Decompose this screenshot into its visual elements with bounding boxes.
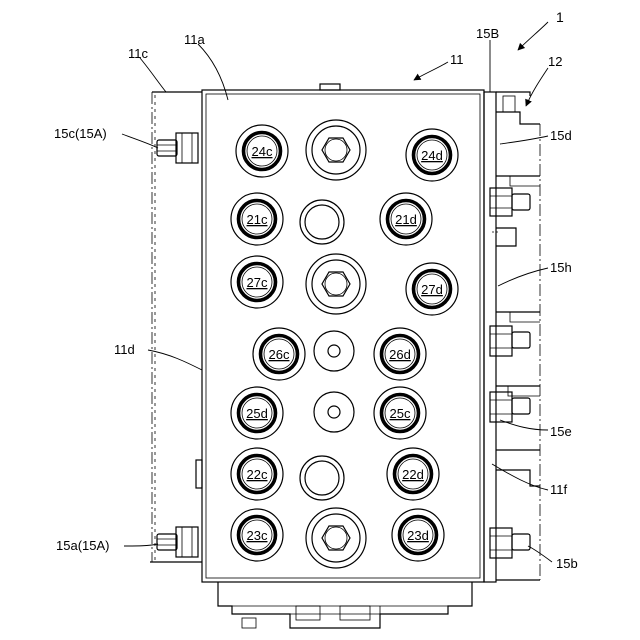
port-label-27c: 27c [247,275,268,290]
leader-lines [122,22,552,562]
port-22c: 22c [231,448,283,500]
port-label-25d: 25d [246,406,268,421]
port-label-22d: 22d [402,467,424,482]
port-25d: 25d [231,387,283,439]
port-label-23d: 23d [407,528,429,543]
port-label-27d: 27d [421,282,443,297]
right-side-block [484,92,540,582]
port-22d: 22d [387,448,439,500]
label-15a: 15a(15A) [56,538,109,553]
port-label-25c: 25c [390,406,411,421]
label-11d: 11d [114,342,135,357]
label-15e: 15e [550,424,572,439]
label-11f: 11f [550,482,567,497]
port-label-26c: 26c [269,347,290,362]
label-11a: 11a [184,32,205,47]
port-21d: 21d [380,193,432,245]
round-plug-upper [300,200,344,244]
port-label-24c: 24c [252,144,273,159]
port-label-26d: 26d [389,347,411,362]
port-25c: 25c [374,387,426,439]
label-11: 11 [450,52,464,67]
small-boss-upper [314,331,354,371]
bolt-15a [157,527,198,557]
round-plug-lower [300,456,344,500]
hex-plug-top [306,120,366,180]
port-label-21c: 21c [247,212,268,227]
label-15b: 15b [556,556,578,571]
port-24c: 24c [236,125,288,177]
label-15h: 15h [550,260,572,275]
hex-plug-bottom [306,508,366,568]
port-23c: 23c [231,509,283,561]
label-12: 12 [548,54,562,69]
port-26d: 26d [374,328,426,380]
hex-plug-middle [306,254,366,314]
label-15c: 15c(15A) [54,126,107,141]
port-label-23c: 23c [247,528,268,543]
bottom-feet [218,582,472,628]
port-label-21d: 21d [395,212,417,227]
small-boss-lower [314,392,354,432]
port-21c: 21c [231,193,283,245]
port-26c: 26c [253,328,305,380]
port-label-22c: 22c [247,467,268,482]
label-15d: 15d [550,128,572,143]
port-label-24d: 24d [421,148,443,163]
port-23d: 23d [392,509,444,561]
port-27d: 27d [406,263,458,315]
label-11c: 11c [128,46,148,61]
callout-labels: 1 11c 11a 11 15B 12 15c(15A) 15d 15h 11d… [54,9,578,571]
port-27c: 27c [231,256,283,308]
label-assembly-1: 1 [556,9,564,25]
label-15B: 15B [476,26,499,41]
bolt-15c [157,133,198,163]
port-24d: 24d [406,129,458,181]
ports: 24c 24d 21c 21d 27c 27d 26c 26d 25d 25c 22c 22d 23c 2… [231,125,458,561]
